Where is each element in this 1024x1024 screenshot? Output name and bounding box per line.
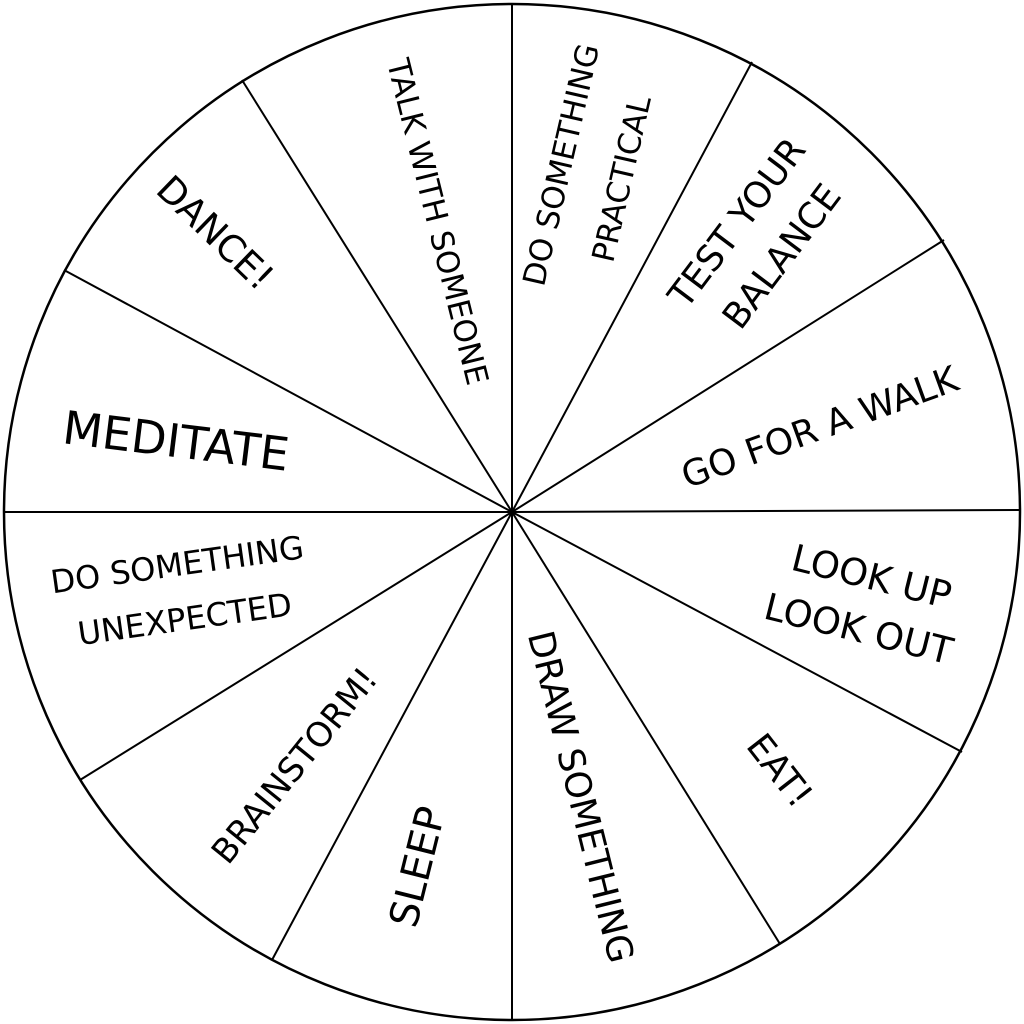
wheel-divider: [511, 61, 753, 513]
wheel-divider: [271, 511, 513, 961]
wheel-divider: [511, 239, 945, 513]
wheel-dividers: [4, 4, 1021, 1020]
wheel-divider: [241, 79, 513, 513]
wheel-divider: [511, 509, 1021, 513]
wheel-divider: [511, 511, 781, 945]
wheel-divider: [63, 269, 513, 513]
wheel-divider: [511, 511, 963, 753]
wheel-divider: [79, 511, 513, 781]
